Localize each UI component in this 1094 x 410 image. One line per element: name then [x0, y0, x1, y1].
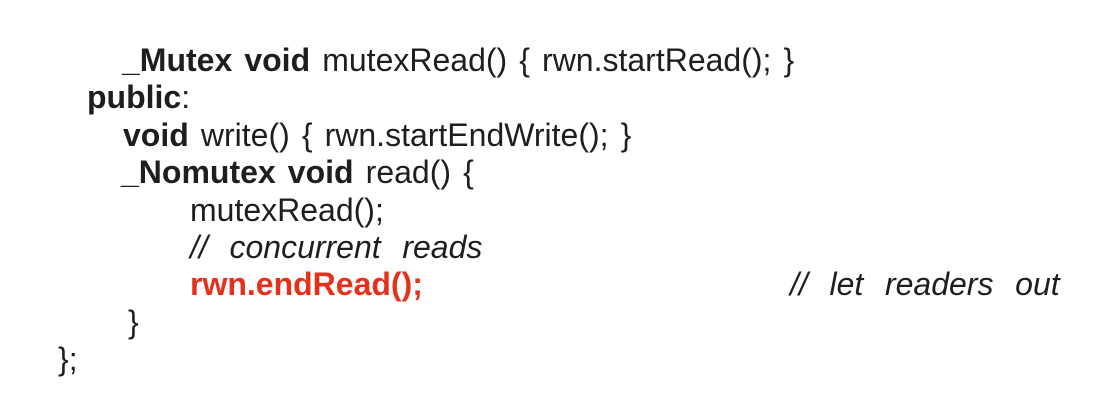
closing-brace-class: }; [58, 341, 78, 378]
code-line: } [0, 304, 1094, 341]
comment-let-readers-out: // let readers out [790, 266, 1060, 303]
keyword-mutex-void: _Mutex void [122, 42, 323, 78]
code-text: write() { rwn.startEndWrite(); } [200, 116, 632, 153]
keyword-void: void [123, 116, 201, 153]
code-text: : [181, 79, 191, 116]
closing-brace: } [128, 303, 139, 340]
code-text: mutexRead(); [190, 191, 384, 228]
comment-concurrent-reads: // concurrent reads [190, 228, 483, 265]
code-line: _Mutex void mutexRead() { rwn.startRead(… [0, 42, 1094, 79]
code-line: _Nomutex void read() { [0, 154, 1094, 191]
code-text: read() { [365, 154, 474, 191]
code-line: mutexRead(); [0, 192, 1094, 229]
highlighted-statement-endread: rwn.endRead(); [190, 266, 423, 303]
keyword-nomutex-void: _Nomutex void [121, 154, 366, 191]
code-line: void write() { rwn.startEndWrite(); } [0, 117, 1094, 154]
code-line: public: [0, 79, 1094, 116]
code-text: mutexRead() { rwn.startRead(); } [322, 42, 795, 78]
keyword-public: public [87, 79, 182, 116]
code-line: }; [0, 341, 1094, 378]
code-listing: _Mutex void mutexRead() { rwn.startRead(… [0, 42, 1094, 379]
code-line: rwn.endRead(); // let readers out [0, 266, 1094, 303]
code-line: // concurrent reads [0, 229, 1094, 266]
